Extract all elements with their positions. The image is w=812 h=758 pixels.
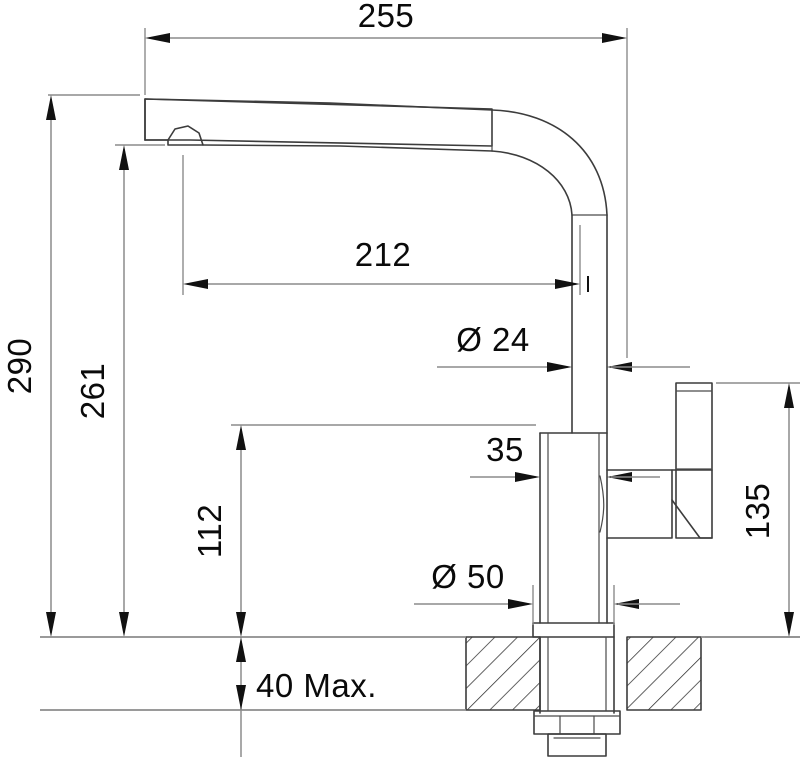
dimension-label-261: 261 xyxy=(74,363,111,420)
threaded-shank xyxy=(539,636,615,714)
mounting-nut-assembly xyxy=(533,710,621,757)
vertical-riser-tube xyxy=(571,214,608,624)
dimension-label-135: 135 xyxy=(739,483,776,540)
tail-piece xyxy=(547,733,607,757)
dimension-261: 261 xyxy=(74,144,165,637)
dimension-135: 135 xyxy=(705,382,800,638)
dimension-40-max: 40 Max. xyxy=(236,637,377,757)
dimension-label-diameter-50: Ø 50 xyxy=(431,558,505,595)
dimension-label-255: 255 xyxy=(358,0,415,34)
dimension-label-212: 212 xyxy=(355,236,412,273)
dimension-label-diameter-24: Ø 24 xyxy=(456,321,530,358)
worktop-section-hatched xyxy=(465,636,702,711)
mixer-body-column xyxy=(539,432,608,624)
single-lever-handle xyxy=(675,382,713,539)
faucet-geometry xyxy=(144,98,713,757)
spout-elbow-curve xyxy=(491,109,608,216)
dimension-label-35: 35 xyxy=(486,431,524,468)
dimension-212: 212 xyxy=(182,155,589,295)
dimension-label-112: 112 xyxy=(191,504,228,558)
dimension-diameter-24: Ø 24 xyxy=(437,321,690,372)
dimension-label-290: 290 xyxy=(1,338,38,395)
dimension-label-40-max: 40 Max. xyxy=(256,667,377,704)
dimension-290: 290 xyxy=(1,94,140,637)
dimension-255: 255 xyxy=(144,0,628,358)
dimension-112: 112 xyxy=(191,424,470,637)
dimension-35: 35 xyxy=(470,424,660,482)
dimension-diameter-50: Ø 50 xyxy=(414,558,680,625)
spout-outlet-aerator xyxy=(167,125,204,146)
horizontal-spout-arm xyxy=(144,98,493,152)
